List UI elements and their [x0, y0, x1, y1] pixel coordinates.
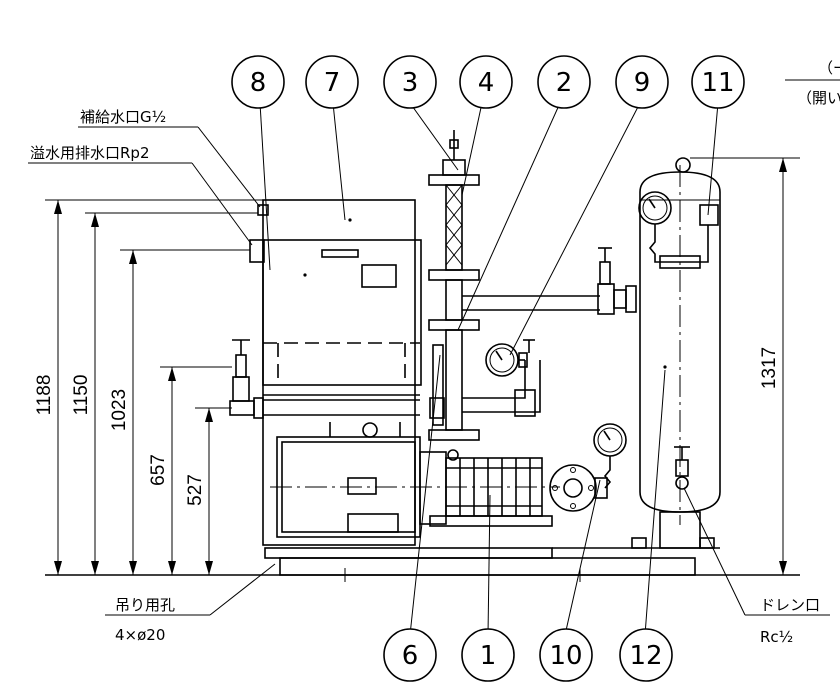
- dim-1317: 1317: [759, 347, 780, 389]
- svg-text:4: 4: [478, 68, 495, 98]
- svg-text:7: 7: [324, 68, 341, 98]
- pressure-gauge-discharge: [485, 339, 535, 377]
- balloon-7: 7: [305, 55, 359, 109]
- balloon-11: 11: [691, 55, 745, 109]
- top-right-note: （ー （開い: [785, 59, 840, 107]
- balloon-10: 10: [539, 628, 593, 682]
- svg-text:吊り用孔: 吊り用孔: [115, 596, 175, 614]
- balloon-6: 6: [383, 628, 437, 682]
- left-valve: [229, 339, 264, 419]
- pump: [419, 449, 553, 527]
- dim-1023: 1023: [109, 389, 130, 431]
- label-overflow-drain: 溢水用排水口Rp2: [28, 144, 253, 246]
- balloon-2: 2: [537, 55, 591, 109]
- balloon-9: 9: [615, 55, 669, 109]
- svg-text:ドレン口: ドレン口: [760, 596, 820, 614]
- balloon-8: 8: [231, 55, 285, 109]
- dimension-lines-left: [45, 199, 265, 575]
- label-supply-inlet: 補給水口G½: [78, 108, 261, 208]
- balloon-1: 1: [461, 628, 515, 682]
- svg-text:9: 9: [634, 68, 651, 98]
- pressure-tank: [638, 157, 721, 549]
- dimension-line-right: [690, 157, 800, 575]
- svg-text:（開い: （開い: [797, 89, 840, 107]
- tank-inlet-valve: [597, 247, 637, 315]
- svg-text:12: 12: [629, 641, 662, 671]
- svg-text:Rc½: Rc½: [760, 628, 793, 646]
- dim-527: 527: [185, 474, 206, 506]
- svg-text:2: 2: [556, 68, 573, 98]
- leader-lines: [259, 102, 719, 636]
- svg-text:3: 3: [402, 68, 419, 98]
- svg-text:6: 6: [402, 641, 419, 671]
- svg-text:溢水用排水口Rp2: 溢水用排水口Rp2: [30, 144, 150, 162]
- balloon-4: 4: [459, 55, 513, 109]
- label-drain-port: ドレン口 Rc½: [683, 487, 830, 646]
- svg-text:4×ø20: 4×ø20: [115, 626, 165, 644]
- water-tank: [249, 199, 422, 546]
- dim-1188: 1188: [34, 375, 55, 416]
- svg-text:10: 10: [549, 641, 582, 671]
- balloon-12: 12: [619, 628, 673, 682]
- pressure-gauge-pump: [593, 423, 627, 489]
- label-lifting-hole: 吊り用孔 4×ø20: [105, 563, 276, 644]
- dim-657: 657: [148, 454, 169, 486]
- svg-text:8: 8: [250, 68, 267, 98]
- discharge-piping: [428, 130, 600, 441]
- balloon-3: 3: [383, 55, 437, 109]
- suction-flange: [549, 464, 608, 512]
- svg-text:11: 11: [701, 68, 734, 98]
- svg-text:（ー: （ー: [818, 59, 840, 77]
- dim-1150: 1150: [71, 375, 92, 416]
- svg-text:補給水口G½: 補給水口G½: [80, 108, 166, 126]
- svg-text:1: 1: [480, 641, 497, 671]
